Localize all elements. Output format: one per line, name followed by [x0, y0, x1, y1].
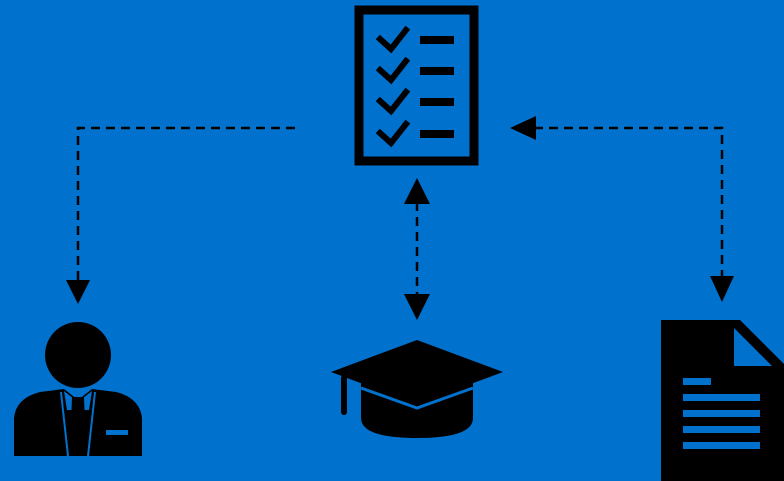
arrowhead-down: [66, 280, 90, 304]
checklist-line: [420, 67, 454, 75]
checklist-item: [375, 25, 454, 54]
head: [45, 322, 111, 388]
checkmark-icon: [375, 87, 411, 116]
lapel-right: [87, 391, 96, 457]
cap-board: [331, 340, 503, 404]
connector-line: [76, 126, 295, 282]
document-line: [683, 378, 711, 385]
connector-checklist-to-education: [404, 178, 430, 320]
checkmark-icon: [375, 25, 411, 54]
lapel-left: [60, 391, 69, 457]
connector-document-to-checklist: [510, 116, 734, 302]
checklist-item: [375, 119, 454, 148]
checklist-item: [375, 87, 454, 116]
document-fold: [734, 328, 772, 366]
document-icon: [661, 320, 784, 481]
graduation-cap-icon: [331, 340, 503, 438]
arrowhead-left: [510, 116, 536, 140]
arrowhead-up: [404, 178, 430, 204]
connector-checklist-to-person: [66, 126, 295, 304]
tie: [70, 397, 86, 456]
pocket: [106, 430, 128, 435]
businessman-icon: [14, 322, 142, 457]
shirt-collar: [64, 391, 92, 410]
checklist-item: [375, 56, 454, 85]
checklist-line: [420, 98, 454, 106]
document-line: [683, 394, 760, 401]
connector-line: [534, 126, 724, 278]
checkmark-icon: [375, 119, 411, 148]
checkmark-icon: [375, 56, 411, 85]
checklist-icon: [354, 5, 479, 166]
document-line: [683, 442, 760, 449]
checklist-line: [420, 130, 454, 138]
document-line: [683, 410, 760, 417]
document-line: [683, 426, 760, 433]
arrowhead-down: [404, 294, 430, 320]
checklist-board: [354, 5, 479, 166]
cap-board-edge: [360, 386, 474, 410]
arrowhead-down: [710, 276, 734, 302]
checklist-line: [420, 36, 454, 44]
